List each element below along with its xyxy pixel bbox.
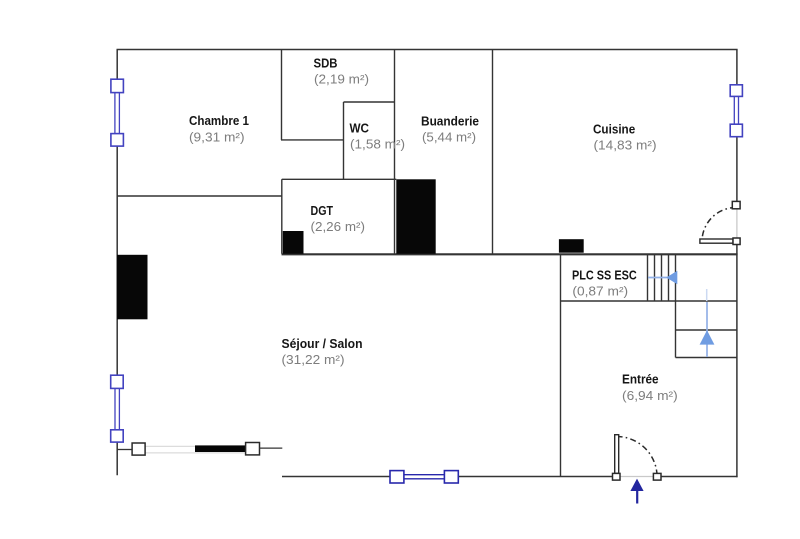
svg-text:(31,22 m²): (31,22 m²) [282,353,345,367]
svg-text:(5,44 m²): (5,44 m²) [422,131,476,145]
svg-text:Cuisine: Cuisine [593,122,635,136]
svg-text:(2,26 m²): (2,26 m²) [311,220,366,234]
svg-text:Séjour / Salon: Séjour / Salon [282,337,363,351]
svg-text:PLC SS ESC: PLC SS ESC [572,269,637,283]
svg-text:SDB: SDB [314,57,338,71]
svg-text:(9,31 m²): (9,31 m²) [189,131,245,145]
svg-text:(2,19 m²): (2,19 m²) [314,73,369,87]
svg-text:Buanderie: Buanderie [421,115,479,129]
svg-text:WC: WC [350,122,370,136]
svg-text:DGT: DGT [311,204,334,218]
svg-text:(6,94 m²): (6,94 m²) [622,389,678,403]
svg-text:(1,58 m²): (1,58 m²) [350,138,405,152]
svg-text:Entrée: Entrée [622,373,659,387]
svg-text:(0,87 m²): (0,87 m²) [572,284,628,298]
svg-text:Chambre 1: Chambre 1 [189,114,249,128]
svg-text:(14,83 m²): (14,83 m²) [594,139,657,153]
